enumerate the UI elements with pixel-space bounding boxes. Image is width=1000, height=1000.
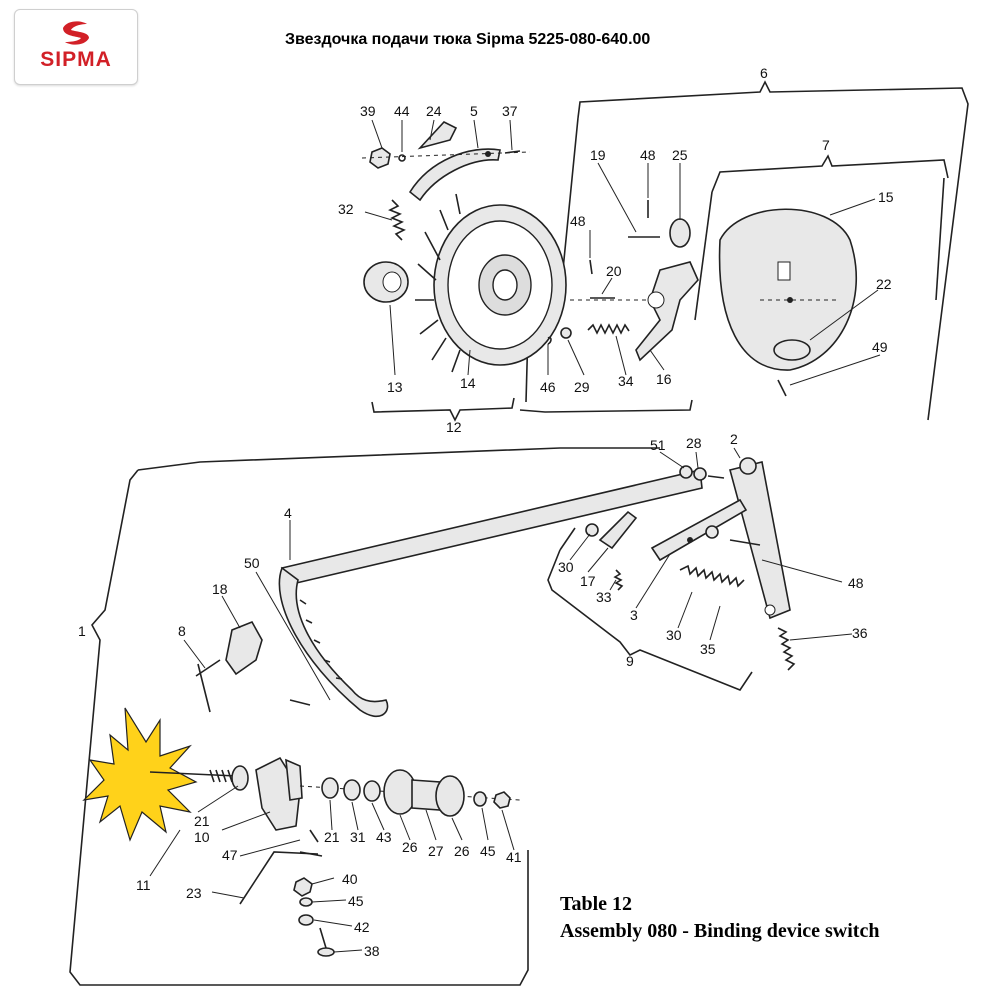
- part-label: 21: [324, 829, 340, 845]
- part-label: 4: [284, 505, 292, 521]
- part-label: 30: [558, 559, 574, 575]
- main-bar-part-4: [278, 469, 703, 717]
- part-label: 45: [480, 843, 496, 859]
- part-label: 7: [822, 137, 830, 153]
- part-label: 25: [672, 147, 688, 163]
- part-label: 8: [178, 623, 186, 639]
- part-label: 45: [348, 893, 364, 909]
- part-label: 34: [618, 373, 634, 389]
- part-label: 5: [470, 103, 478, 119]
- plate-part-3: [650, 498, 761, 562]
- part-label: 1: [78, 623, 86, 639]
- part-label: 26: [454, 843, 470, 859]
- rod-part-50: [289, 699, 311, 706]
- part-label: 44: [394, 103, 410, 119]
- part-label: 11: [136, 877, 151, 893]
- springs-parts-35-36: [679, 564, 796, 671]
- shaft-and-bearings-parts-11-21-10-26-27: [149, 756, 521, 857]
- part-label: 37: [502, 103, 518, 119]
- part-label: 48: [848, 575, 864, 591]
- part-label: 12: [446, 419, 462, 435]
- part-label: 2: [730, 431, 738, 447]
- part-labels: 39 44 24 5 37 6 19 48 25 7 15 32 48 20 2…: [78, 65, 894, 959]
- part-label: 26: [402, 839, 418, 855]
- cam-lever-part-16: [635, 261, 699, 362]
- part-label: 51: [650, 437, 666, 453]
- part-label: 14: [460, 375, 476, 391]
- sipma-logo: SIPMA: [14, 9, 138, 85]
- part-label: 13: [387, 379, 403, 395]
- part-label: 50: [244, 555, 260, 571]
- part-label: 48: [570, 213, 586, 229]
- part-label: 3: [630, 607, 638, 623]
- part-label: 16: [656, 371, 672, 387]
- bushing-part-13: [363, 261, 409, 303]
- part-label: 9: [626, 653, 634, 669]
- part-label: 39: [360, 103, 376, 119]
- part-label: 20: [606, 263, 622, 279]
- part-label: 31: [350, 829, 366, 845]
- page-title: Звездочка подачи тюка Sipma 5225-080-640…: [285, 31, 651, 48]
- table-caption: Table 12: [560, 893, 633, 915]
- part-label: 10: [194, 829, 210, 845]
- part-label: 33: [596, 589, 612, 605]
- part-label: 43: [376, 829, 392, 845]
- part-label: 47: [222, 847, 238, 863]
- handle-parts-8-18: [195, 620, 263, 713]
- logo-text: SIPMA: [40, 48, 112, 71]
- crank-and-bolts-parts-23-38-40-42-45: [239, 851, 335, 957]
- part-label: 23: [186, 885, 202, 901]
- spring-part-32: [388, 199, 406, 241]
- star-highlight: [82, 707, 198, 842]
- part-label: 35: [700, 641, 716, 657]
- leader-lines: [149, 119, 881, 953]
- part-label: 18: [212, 581, 228, 597]
- part-label: 15: [878, 189, 894, 205]
- part-label: 41: [506, 849, 522, 865]
- part-label: 27: [428, 843, 444, 859]
- sprocket-hub-part-14: [415, 193, 567, 373]
- part-label: 22: [876, 276, 892, 292]
- assembly-caption: Assembly 080 - Binding device switch: [560, 920, 880, 942]
- part-label: 46: [540, 379, 556, 395]
- part-label: 38: [364, 943, 380, 959]
- part-label: 29: [574, 379, 590, 395]
- part-label: 28: [686, 435, 702, 451]
- part-label: 17: [580, 573, 596, 589]
- bracket-part-2: [679, 457, 791, 620]
- part-label: 32: [338, 201, 354, 217]
- part-label: 6: [760, 65, 768, 81]
- part-label: 30: [666, 627, 682, 643]
- part-label: 49: [872, 339, 888, 355]
- cam-disc-part-15: [718, 208, 858, 397]
- lever-part-24-5: [408, 121, 501, 202]
- part-label: 42: [354, 919, 370, 935]
- sipma-logo-mark-icon: [63, 21, 89, 45]
- part-label: 40: [342, 871, 358, 887]
- part-label: 48: [640, 147, 656, 163]
- part-label: 36: [852, 625, 868, 641]
- part-label: 19: [590, 147, 606, 163]
- nut-part-39: [361, 147, 531, 169]
- lever-part-17: [585, 510, 638, 591]
- part-label: 21: [194, 813, 210, 829]
- part-label: 24: [426, 103, 442, 119]
